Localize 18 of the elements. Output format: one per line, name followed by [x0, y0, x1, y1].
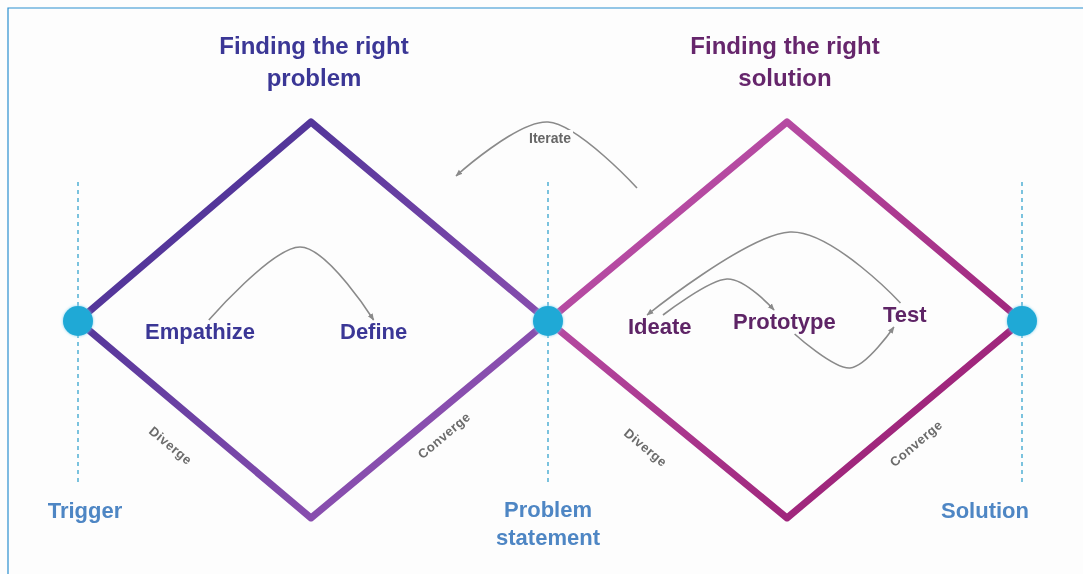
- stage-label: Test: [883, 303, 927, 327]
- stage-label: Ideate: [628, 315, 692, 339]
- endpoint-dot: [1007, 306, 1037, 336]
- endpoint-label: Trigger: [46, 497, 124, 525]
- endpoint-label: Problem statement: [495, 496, 601, 552]
- phase-heading: Finding the right solution: [689, 31, 881, 93]
- stage-label: Define: [340, 320, 408, 344]
- cycle-arrow: [455, 121, 638, 189]
- cycle-arrow: [208, 246, 375, 321]
- stage-label: Prototype: [733, 310, 836, 334]
- cycle-arrow: [646, 231, 902, 316]
- endpoint-label: Solution: [940, 497, 1030, 525]
- edge-label: Iterate: [527, 130, 574, 146]
- stage-label: Empathize: [145, 320, 256, 344]
- phase-heading: Finding the right problem: [218, 31, 410, 93]
- cycle-arrow: [662, 278, 775, 316]
- cycle-arrow: [793, 326, 895, 369]
- endpoint-dot: [63, 306, 93, 336]
